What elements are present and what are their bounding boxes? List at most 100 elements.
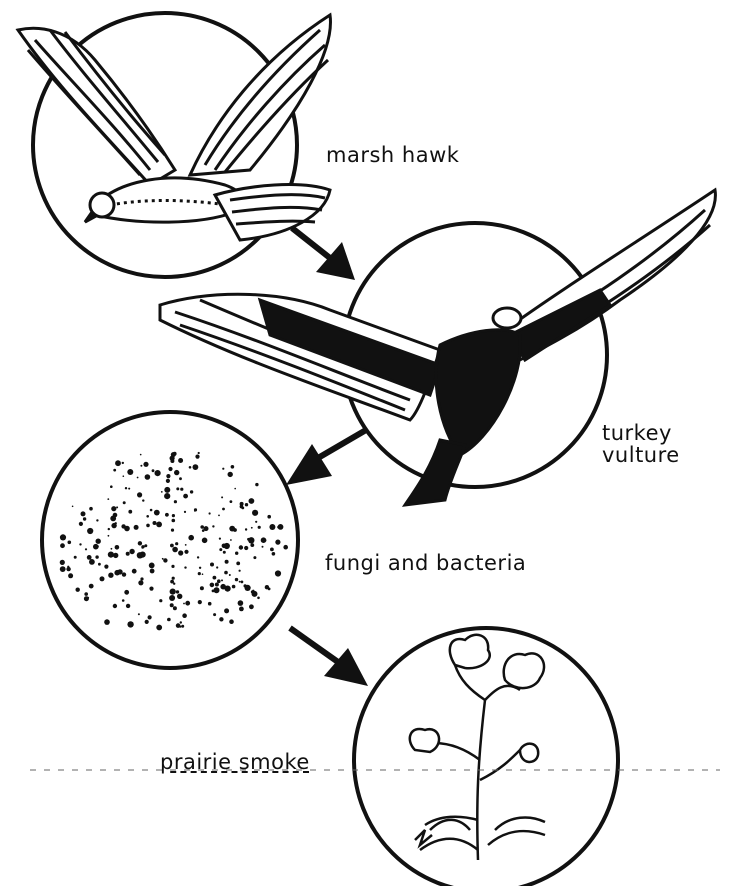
microbe-dot <box>185 544 187 546</box>
microbe-dot <box>210 563 214 567</box>
microbe-dot <box>149 563 155 569</box>
microbe-dot <box>224 543 230 549</box>
microbe-dot <box>178 458 183 463</box>
microbe-dot <box>122 572 126 576</box>
microbe-dot <box>127 469 133 475</box>
fungi-bacteria-illustration <box>60 452 288 631</box>
microbe-dot <box>234 488 236 490</box>
microbe-dot <box>84 592 88 596</box>
microbe-dot <box>268 588 271 591</box>
microbe-dot <box>170 603 174 607</box>
microbe-dot <box>257 597 260 600</box>
microbe-dot <box>125 487 127 489</box>
microbe-dot <box>170 589 176 595</box>
microbe-dot <box>197 556 199 558</box>
microbe-dot <box>163 558 167 562</box>
microbe-dot <box>244 546 248 550</box>
microbe-dot <box>60 566 66 572</box>
microbe-dot <box>126 604 130 608</box>
microbe-dot <box>184 566 186 568</box>
microbe-dot <box>96 539 101 544</box>
arrow-vulture-to-fungi <box>286 430 366 485</box>
microbe-dot <box>283 545 288 550</box>
microbe-dot <box>230 500 233 503</box>
microbe-dot <box>176 487 179 490</box>
microbe-dot <box>198 572 201 575</box>
microbe-dot <box>68 573 73 578</box>
microbe-dot <box>258 526 261 529</box>
microbe-dot <box>222 508 225 511</box>
microbe-dot <box>195 455 199 459</box>
microbe-dot <box>79 543 81 545</box>
microbe-dot <box>180 488 183 491</box>
microbe-dot <box>239 581 241 583</box>
microbe-dot <box>115 522 117 524</box>
microbe-dot <box>108 573 113 578</box>
microbe-dot <box>104 565 108 569</box>
microbe-dot <box>204 526 209 531</box>
microbe-dot <box>255 483 258 486</box>
microbe-dot <box>154 510 160 516</box>
microbe-dot <box>108 535 110 537</box>
microbe-dot <box>251 527 253 529</box>
fungi-bacteria-label: fungi and bacteria <box>325 552 526 574</box>
microbe-dot <box>215 583 219 587</box>
microbe-dot <box>229 574 231 576</box>
arrow-fungi-to-smoke <box>290 628 368 686</box>
microbe-dot <box>249 604 254 609</box>
microbe-dot <box>188 535 194 541</box>
microbe-dot <box>170 580 174 584</box>
microbe-dot <box>74 556 77 559</box>
microbe-dot <box>83 517 86 520</box>
microbe-dot <box>241 507 244 510</box>
microbe-dot <box>225 560 229 564</box>
microbe-dot <box>213 576 217 580</box>
microbe-dot <box>183 603 185 605</box>
microbe-dot <box>216 566 218 568</box>
microbe-dot <box>138 541 142 545</box>
microbe-dot <box>98 563 101 566</box>
microbe-dot <box>81 511 86 516</box>
microbe-dot <box>220 584 226 590</box>
microbe-dot <box>176 623 181 628</box>
microbe-dot <box>153 521 157 525</box>
microbe-dot <box>124 526 130 532</box>
microbe-dot <box>232 585 236 589</box>
microbe-dot <box>253 556 256 559</box>
microbe-dot <box>252 510 258 516</box>
microbe-dot <box>143 462 148 467</box>
microbe-dot <box>209 512 211 514</box>
microbe-dot <box>164 493 170 499</box>
microbe-dot <box>128 488 130 490</box>
prairie-smoke-label: prairie smoke <box>160 751 310 773</box>
microbe-dot <box>180 621 182 623</box>
microbe-dot <box>270 548 274 552</box>
microbe-dot <box>239 545 243 549</box>
microbe-dot <box>213 613 216 616</box>
microbe-dot <box>123 501 126 504</box>
microbe-dot <box>123 475 125 477</box>
microbe-dot <box>67 566 69 568</box>
microbe-dot <box>171 565 174 568</box>
microbe-dot <box>107 498 109 500</box>
microbe-dot <box>230 539 232 541</box>
microbe-dot <box>137 477 139 479</box>
microbe-dot <box>249 498 255 504</box>
microbe-dot <box>172 547 178 553</box>
microbe-dot <box>229 619 234 624</box>
microbe-dot <box>148 615 152 619</box>
microbe-dot <box>245 528 247 530</box>
microbe-dot <box>185 601 190 606</box>
microbe-dot <box>219 548 222 551</box>
arrow-hawk-to-vulture <box>292 228 355 280</box>
microbe-dot <box>145 620 149 624</box>
microbe-dot <box>190 490 193 493</box>
microbe-dot <box>165 513 169 517</box>
microbe-dot <box>140 454 142 456</box>
marsh-hawk-illustration <box>18 15 330 240</box>
microbe-dot <box>87 555 92 560</box>
microbe-dot <box>161 491 163 493</box>
microbe-dot <box>223 551 226 554</box>
microbe-dot <box>224 571 228 575</box>
microbe-dot <box>214 587 220 593</box>
